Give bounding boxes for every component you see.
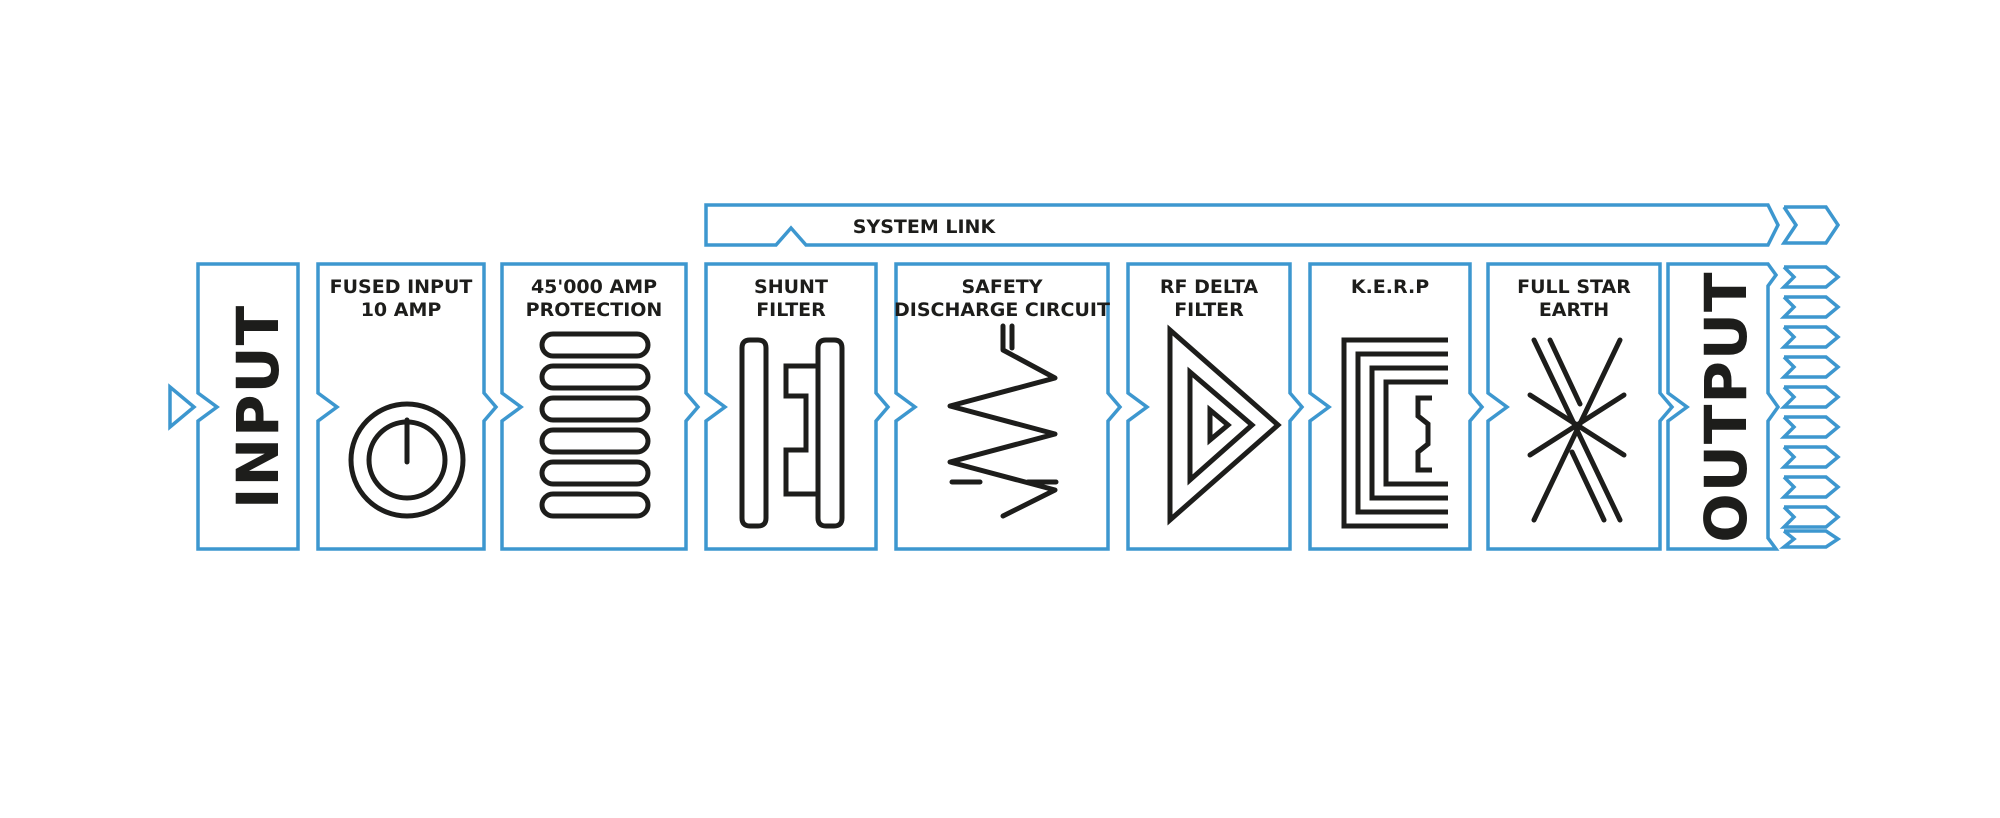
zigzag-discharge-icon: [947, 323, 1059, 519]
stage-fused-input-line1: FUSED INPUT: [330, 276, 473, 298]
stage-safety-discharge-line2: DISCHARGE CIRCUIT: [894, 299, 1110, 321]
star-earth-icon: [1527, 337, 1627, 523]
nested-bracket-icon: [1341, 337, 1448, 529]
input-label: INPUT: [224, 305, 292, 509]
stage-kerp: K.E.R.P: [1308, 262, 1485, 551]
output-fan-arrows: [1779, 265, 1842, 549]
stage-shunt-filter-line2: FILTER: [756, 299, 826, 321]
stage-amp-protection: 45'000 AMP PROTECTION: [500, 262, 701, 551]
stage-kerp-line1: K.E.R.P: [1351, 276, 1429, 298]
stage-amp-protection-line2: PROTECTION: [526, 299, 663, 321]
input-entry-arrow-icon: [168, 383, 197, 431]
power-icon: [348, 401, 466, 519]
stage-rf-delta-filter: RF DELTA FILTER: [1126, 262, 1305, 551]
output-box: OUTPUT: [1666, 262, 1781, 551]
stacked-bars-icon: [539, 331, 651, 519]
output-box-outline: [1666, 262, 1781, 551]
stage-rf-delta-filter-line2: FILTER: [1174, 299, 1244, 321]
system-link-bar: SYSTEM LINK: [704, 203, 1841, 247]
shunt-filter-icon: [739, 337, 845, 529]
stage-full-star-earth: FULL STAR EARTH: [1486, 262, 1675, 551]
system-link-label: SYSTEM LINK: [853, 216, 997, 238]
nested-triangle-icon: [1167, 324, 1282, 526]
stage-fused-input-line2: 10 AMP: [361, 299, 442, 321]
system-link-arrow-icon: [1780, 205, 1841, 245]
stage-full-star-earth-line1: FULL STAR: [1517, 276, 1631, 298]
stage-shunt-filter: SHUNT FILTER: [704, 262, 891, 551]
stage-shunt-filter-line1: SHUNT: [754, 276, 828, 298]
stage-safety-discharge-line1: SAFETY: [961, 276, 1042, 298]
system-link-outline: [704, 203, 1780, 247]
stage-rf-delta-filter-line1: RF DELTA: [1160, 276, 1258, 298]
stage-amp-protection-line1: 45'000 AMP: [531, 276, 657, 298]
input-box-outline: [196, 262, 300, 551]
output-label: OUTPUT: [1692, 271, 1760, 542]
stage-full-star-earth-line2: EARTH: [1539, 299, 1609, 321]
stage-fused-input: FUSED INPUT 10 AMP: [316, 262, 499, 551]
stage-safety-discharge: SAFETY DISCHARGE CIRCUIT: [894, 262, 1123, 551]
input-box: INPUT: [196, 262, 300, 551]
